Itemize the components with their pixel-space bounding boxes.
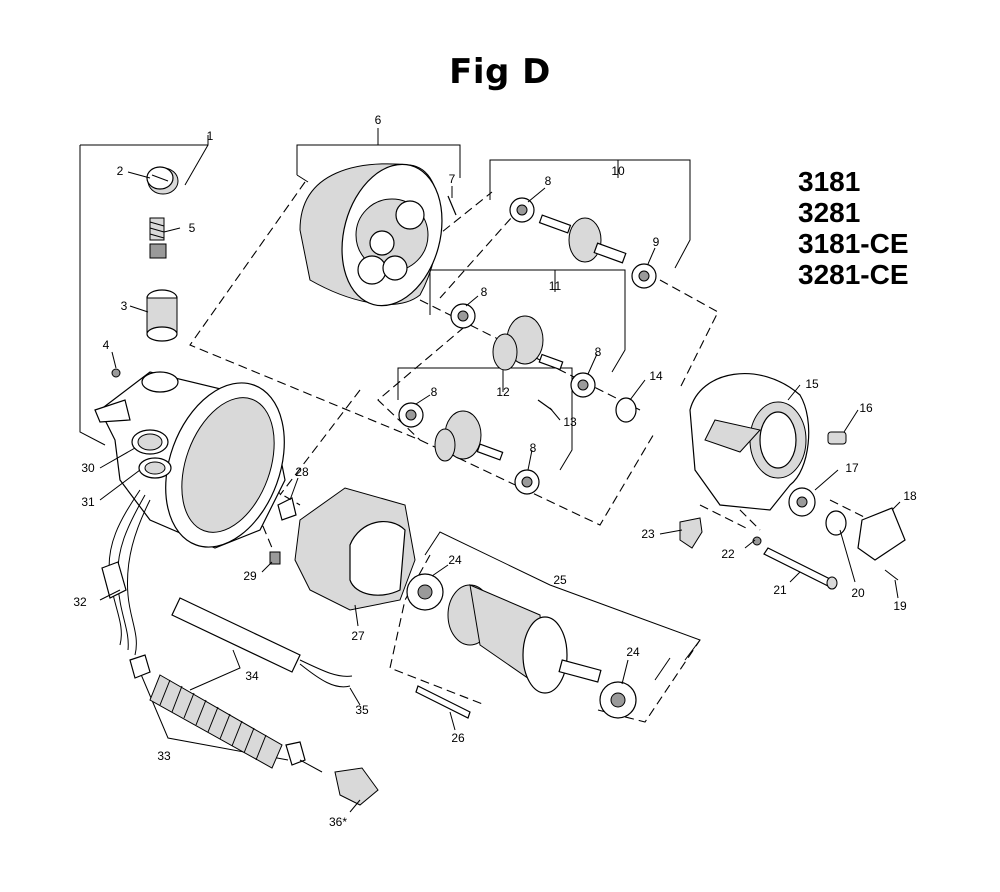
assembly-dashed-lines (189, 181, 871, 723)
screw-part (415, 685, 471, 719)
gear-case-part (299, 163, 443, 307)
callout-11: 11 (549, 279, 562, 293)
model-number: 3181 (798, 166, 861, 197)
callout-29: 29 (243, 569, 257, 583)
callout-9: 9 (653, 235, 660, 249)
callout-18: 18 (903, 489, 917, 503)
callout-3: 3 (121, 299, 128, 313)
carbon-brush-part (149, 217, 167, 259)
pin-part (447, 195, 457, 216)
callout-15: 15 (805, 377, 819, 391)
gear-assembly-10 (509, 197, 657, 289)
gear-assembly-12 (398, 402, 540, 495)
callout-labels: 1 2 3 4 5 6 7 8 8 8 8 8 9 10 11 12 13 14… (73, 113, 917, 829)
callout-35: 35 (355, 703, 369, 717)
screw-part (269, 551, 281, 565)
callout-7: 7 (449, 172, 456, 186)
o-ring-part (825, 510, 847, 536)
field-coil-part (294, 487, 416, 611)
callout-31: 31 (81, 495, 95, 509)
callout-26: 26 (451, 731, 465, 745)
callout-8: 8 (595, 345, 602, 359)
callout-10: 10 (611, 164, 625, 178)
callout-21: 21 (773, 583, 787, 597)
bolt-part (763, 547, 838, 590)
motor-housing-part (94, 371, 286, 549)
callout-24: 24 (448, 553, 462, 567)
brush-cap-part (146, 166, 179, 195)
callout-19: 19 (893, 599, 907, 613)
callout-13: 13 (563, 415, 577, 429)
fitting-part (827, 431, 847, 445)
callout-22: 22 (721, 547, 735, 561)
washer-part (788, 487, 816, 517)
callout-12: 12 (496, 385, 510, 399)
callout-8: 8 (545, 174, 552, 188)
clip-part (277, 497, 297, 521)
cord-protector-part (129, 654, 323, 773)
callout-2: 2 (117, 164, 124, 178)
callout-36: 36* (329, 815, 347, 829)
screw-part (884, 569, 899, 581)
model-number: 3181-CE (798, 228, 909, 259)
elbow-fitting-part (679, 517, 703, 549)
callout-8: 8 (481, 285, 488, 299)
callout-16: 16 (859, 401, 873, 415)
wire-harness-part (101, 489, 151, 656)
callout-20: 20 (851, 586, 865, 600)
callout-27: 27 (351, 629, 365, 643)
callout-1: 1 (207, 129, 214, 143)
figure-title: Fig D (449, 52, 551, 92)
callout-23: 23 (641, 527, 655, 541)
brush-holder-part (146, 289, 178, 342)
callout-32: 32 (73, 595, 87, 609)
gear-assembly-11 (450, 303, 637, 423)
callout-25: 25 (553, 573, 567, 587)
callout-8: 8 (431, 385, 438, 399)
cover-plate-part (857, 507, 906, 561)
screw-part (111, 368, 121, 378)
gear-housing-part (689, 373, 810, 511)
callout-4: 4 (103, 338, 110, 352)
callout-14: 14 (649, 369, 663, 383)
callout-6: 6 (375, 113, 382, 127)
callout-34: 34 (245, 669, 259, 683)
callout-33: 33 (157, 749, 171, 763)
model-list: 3181 3281 3181-CE 3281-CE (798, 166, 909, 290)
armature-part (447, 584, 602, 694)
callout-28: 28 (295, 465, 309, 479)
bearing-part (599, 681, 637, 719)
leader-lines (99, 171, 901, 813)
callout-8: 8 (530, 441, 537, 455)
callout-30: 30 (81, 461, 95, 475)
bracket-lines (79, 128, 701, 761)
callout-5: 5 (189, 221, 196, 235)
model-number: 3281-CE (798, 259, 909, 290)
model-number: 3281 (798, 197, 861, 228)
cord-sleeve-part (171, 597, 353, 688)
connector-part (334, 767, 379, 806)
callout-17: 17 (845, 461, 859, 475)
bearing-part (406, 573, 444, 611)
callout-24: 24 (626, 645, 640, 659)
